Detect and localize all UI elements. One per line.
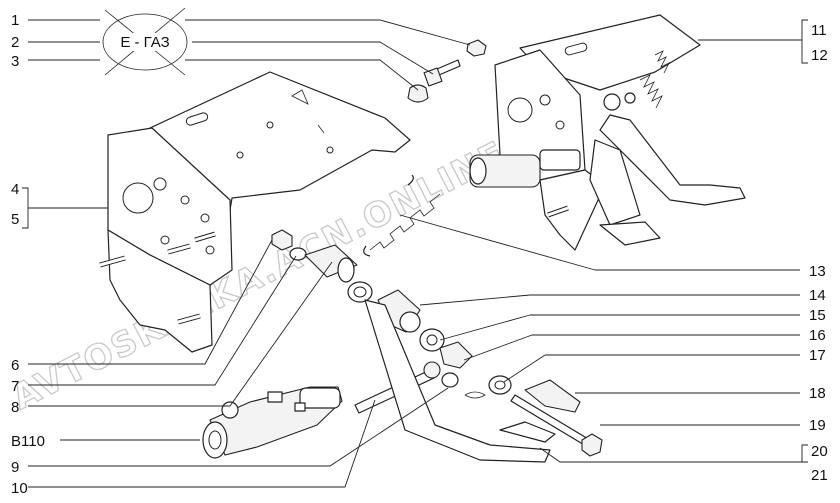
callout-5: 5 [11, 211, 19, 228]
callout-9: 9 [11, 459, 19, 476]
callout-13: 13 [809, 263, 826, 280]
callout-12: 12 [811, 47, 828, 64]
callout-8: 8 [11, 399, 19, 416]
right-assembled-bracket [469, 14, 746, 251]
callout-labels: 1 2 3 4 5 6 7 8 B110 9 10 11 12 13 14 15… [11, 12, 828, 497]
crossed-oval: Е - ГАЗ [102, 7, 188, 76]
nut-part-1 [466, 39, 487, 57]
left-pedal-bracket [99, 71, 411, 353]
callout-17: 17 [809, 347, 826, 364]
callout-4: 4 [11, 181, 19, 198]
exploded-middle-parts [271, 174, 603, 463]
callout-18: 18 [809, 385, 826, 402]
callout-21: 21 [811, 467, 828, 484]
callout-16: 16 [809, 327, 826, 344]
master-cylinder-b110 [202, 386, 343, 459]
callout-b110: B110 [11, 433, 45, 450]
callout-2: 2 [11, 34, 19, 51]
callout-19: 19 [809, 417, 826, 434]
callout-7: 7 [11, 378, 19, 395]
callout-20: 20 [811, 443, 828, 460]
callout-3: 3 [11, 53, 19, 70]
callout-14: 14 [809, 287, 826, 304]
callout-11: 11 [811, 22, 827, 39]
callout-10: 10 [11, 480, 28, 497]
callout-15: 15 [809, 307, 826, 324]
callout-1: 1 [11, 12, 19, 29]
nut-bolt-cap [407, 39, 487, 103]
oval-label: Е - ГАЗ [120, 34, 169, 51]
callout-6: 6 [11, 357, 19, 374]
cap-part-3 [407, 84, 429, 103]
leader-lines [22, 19, 808, 488]
